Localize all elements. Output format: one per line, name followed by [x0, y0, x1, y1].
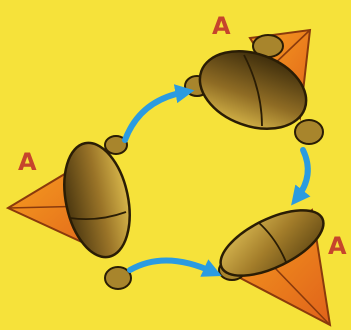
molecule-right [211, 197, 333, 325]
arrow-left-to-right [130, 260, 213, 272]
label-left: A [18, 148, 37, 176]
arrow-top-to-right [297, 150, 308, 198]
label-right: A [328, 232, 347, 260]
molecule-top [185, 30, 323, 144]
ellipsoid-left [55, 137, 140, 263]
lobe-top-lower [295, 120, 323, 144]
arrow-left-to-top [125, 92, 185, 140]
label-top: A [212, 12, 231, 40]
